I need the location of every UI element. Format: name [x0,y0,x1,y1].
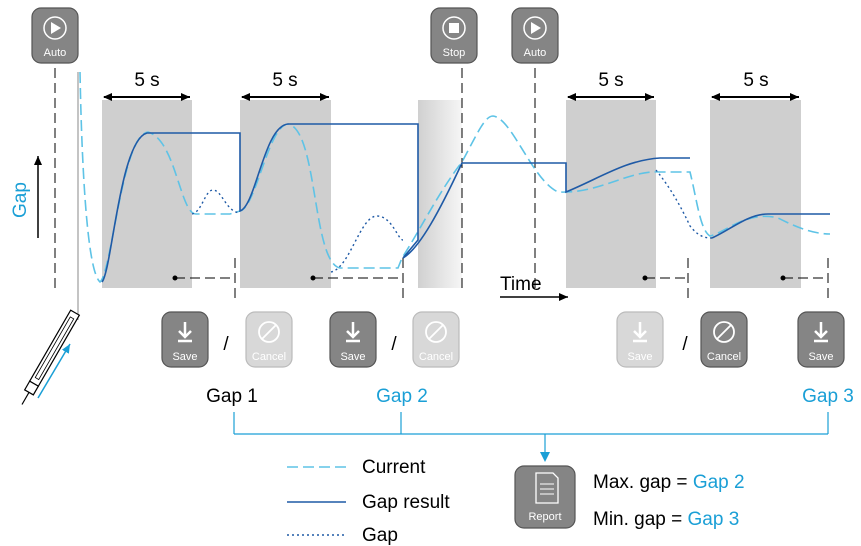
save-button-disabled[interactable]: Save [616,311,664,368]
stop-icon [449,23,459,33]
cancel-icon [261,324,277,340]
legend-current-label: Current [362,457,426,478]
svg-text:Save: Save [808,351,833,363]
download-icon [346,322,360,343]
download-icon [814,322,828,343]
probe-icon [21,72,81,405]
duration-label-1: 5 s [134,70,159,91]
duration-label-4: 5 s [743,70,768,91]
measure-window-2 [240,100,331,288]
summary-bracket [233,412,829,462]
cancel-button-disabled[interactable]: Cancel [412,311,460,368]
download-icon [633,322,647,343]
min-gap-line: Min. gap = Gap 3 [593,509,739,530]
duration-label-3: 5 s [598,70,623,91]
save-button[interactable]: Save [329,311,377,368]
svg-text:Report: Report [528,511,561,523]
duration-label-2: 5 s [272,70,297,91]
download-icon [178,322,192,343]
legend-gap-label: Gap [362,525,398,546]
stop-button[interactable]: Stop [430,7,478,64]
x-axis: Time [500,274,568,301]
svg-text:Save: Save [627,351,652,363]
document-icon [535,472,559,504]
svg-text:Stop: Stop [443,47,466,59]
save-button[interactable]: Save [161,311,209,368]
svg-text:Auto: Auto [44,47,67,59]
y-axis-label: Gap [10,182,31,218]
cancel-button[interactable]: Cancel [700,311,748,368]
gap-1-label: Gap 1 [206,386,258,407]
svg-text:Cancel: Cancel [419,351,453,363]
gap-signal-curve [330,215,404,273]
legend-gap-result-label: Gap result [362,492,450,513]
auto-button[interactable]: Auto [511,7,559,64]
cancel-icon [428,324,444,340]
gap-result-curve [101,123,690,283]
svg-text:Save: Save [172,351,197,363]
svg-text:Cancel: Cancel [252,351,286,363]
max-gap-line: Max. gap = Gap 2 [593,472,745,493]
svg-text:Auto: Auto [524,47,547,59]
legend: Current Gap result Gap [287,457,450,546]
separator-slash: / [223,334,229,355]
save-button[interactable]: Save [797,311,845,368]
report-button[interactable]: Report [514,465,576,529]
play-icon [51,22,61,34]
auto-button[interactable]: Auto [31,7,79,64]
y-axis: Gap [10,156,42,238]
gap-3-label: Gap 3 [802,386,854,407]
gap-2-label: Gap 2 [376,386,428,407]
gap-result-curve [711,213,830,239]
gap-signal-curve [191,189,241,215]
save-cancel-guide-lines [172,258,829,298]
measure-window-3 [566,100,656,288]
measure-window-4 [710,100,801,288]
separator-slash: / [391,334,397,355]
cancel-icon [716,324,732,340]
x-axis-label: Time [500,274,542,295]
event-guide-lines [54,68,536,292]
gap-signal-curve [655,169,713,239]
svg-text:Cancel: Cancel [707,351,741,363]
play-icon [531,22,541,34]
measure-window-1 [102,100,192,288]
svg-text:Save: Save [340,351,365,363]
separator-slash: / [682,334,688,355]
cancel-button-disabled[interactable]: Cancel [245,311,293,368]
